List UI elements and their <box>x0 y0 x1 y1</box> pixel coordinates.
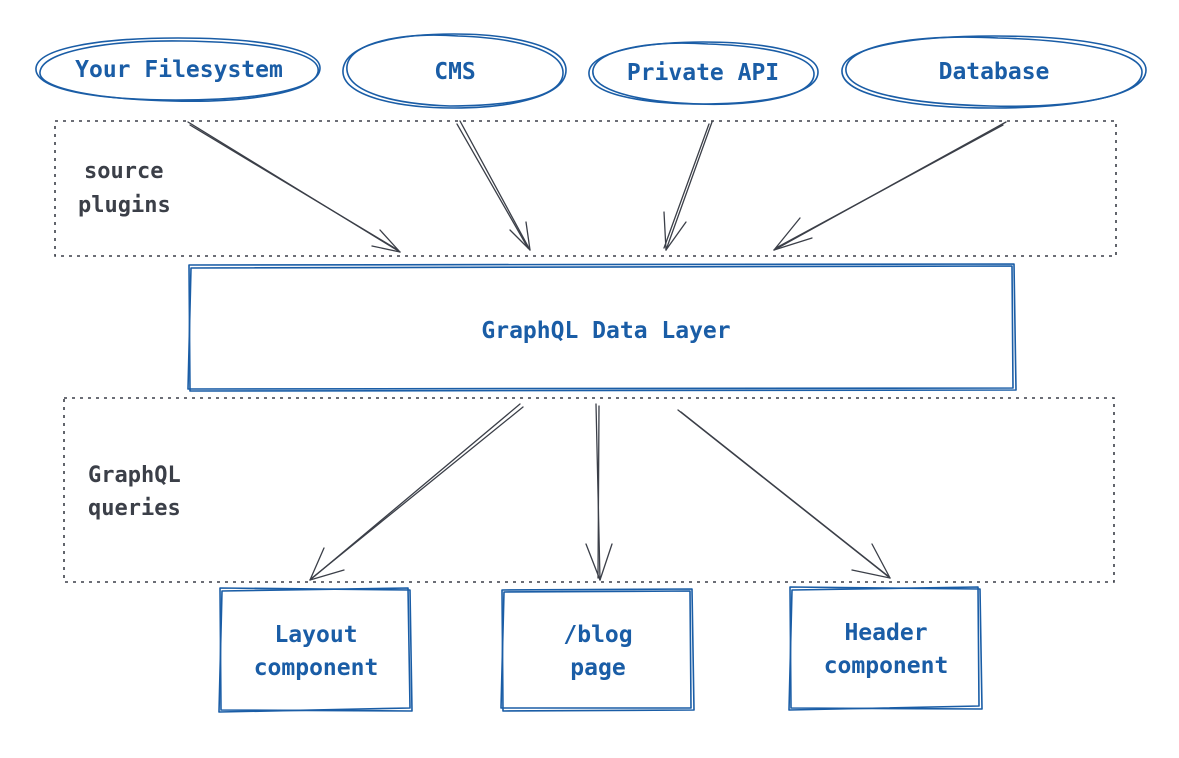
source-filesystem-label: Your Filesystem <box>75 57 283 83</box>
component-blog-box <box>501 588 695 712</box>
component-header-box-stroke2 <box>788 586 980 711</box>
source-private-api-ellipse-stroke2 <box>592 42 815 106</box>
source-database-ellipse-stroke2 <box>845 36 1143 108</box>
component-layout-label-line1: Layout <box>274 622 357 648</box>
source-plugins-border <box>54 120 1117 257</box>
graphql-queries-region: GraphQL queries <box>63 397 1115 583</box>
source-filesystem: Your Filesystem <box>35 37 321 103</box>
component-layout-box-stroke2 <box>218 587 411 713</box>
source-arrows <box>187 120 1007 253</box>
source-plugins-label-line1: source <box>84 159 163 184</box>
component-header-label-line2: component <box>824 653 949 679</box>
arrow-filesystem-to-layer <box>187 121 401 253</box>
arrow-layer-to-blog <box>585 403 613 581</box>
source-private-api: Private API <box>588 41 819 106</box>
component-header-label-line1: Header <box>844 620 927 646</box>
source-cms-label: CMS <box>434 59 476 85</box>
graphql-data-layer: GraphQL Data Layer <box>187 263 1017 392</box>
source-database-label: Database <box>939 59 1050 85</box>
component-layout: Layout component <box>218 587 413 713</box>
query-arrows <box>309 403 891 581</box>
graphql-queries-label-line1: GraphQL <box>88 463 181 488</box>
graphql-queries-label-line2: queries <box>88 496 181 521</box>
source-cms-ellipse-stroke2 <box>346 34 564 107</box>
source-cms: CMS <box>342 33 567 109</box>
arrow-layer-to-layout <box>309 403 524 581</box>
source-plugins-label-line2: plugins <box>78 193 171 218</box>
component-blog-label-line1: /blog <box>563 622 632 648</box>
graphql-data-layer-label: GraphQL Data Layer <box>481 318 730 344</box>
component-blog-box-stroke2 <box>500 590 692 709</box>
component-blog-label-line2: page <box>570 655 625 681</box>
source-database: Database <box>841 35 1147 109</box>
source-plugins-region: source plugins <box>54 120 1117 257</box>
component-blog: /blog page <box>500 588 695 712</box>
arrow-database-to-layer <box>773 121 1007 251</box>
source-filesystem-ellipse-stroke2 <box>39 40 319 103</box>
source-private-api-label: Private API <box>627 60 779 86</box>
component-header: Header component <box>788 586 983 711</box>
arrow-cms-to-layer <box>456 120 531 251</box>
arrow-layer-to-header <box>677 409 891 579</box>
graphql-data-layer-box-stroke2 <box>187 265 1014 390</box>
component-header-box <box>789 586 983 710</box>
graphql-queries-border <box>63 397 1115 583</box>
component-layout-box <box>219 587 413 712</box>
component-layout-label-line2: component <box>254 655 379 681</box>
arrow-private-api-to-layer <box>663 121 713 251</box>
